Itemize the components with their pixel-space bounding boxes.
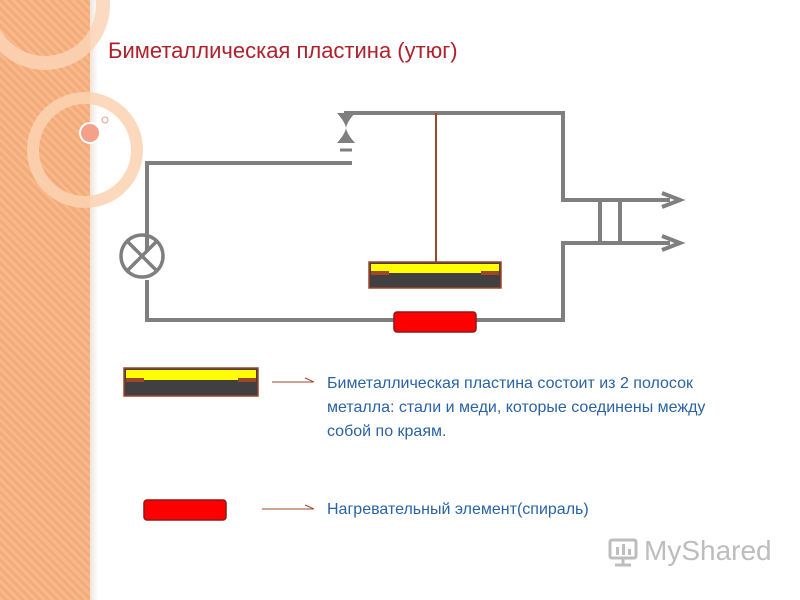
- wire-bottom: [145, 241, 602, 322]
- watermark: MyShared: [606, 534, 772, 568]
- legend-arrow-bimetal: [272, 377, 315, 383]
- decor-ring-small: [27, 92, 143, 208]
- legend-heater-text: Нагревательный элемент(спираль): [327, 501, 589, 518]
- decor-ring-large: [0, 0, 110, 70]
- decor-dot: [79, 122, 101, 144]
- page-title: Биметаллическая пластина (утюг): [108, 38, 458, 63]
- legend-bimetal-plate: [123, 367, 259, 397]
- wires: [145, 111, 670, 322]
- side-decor-edge: [90, 0, 98, 600]
- wire-top-left: [145, 161, 352, 252]
- legend-arrow-heater: [262, 504, 315, 510]
- watermark-icon: [608, 538, 638, 567]
- lamp-cross-icon: [119, 233, 165, 279]
- contact-icon: [337, 113, 355, 152]
- wire-top-right: [344, 111, 602, 202]
- bimetal-plate: [368, 261, 502, 289]
- watermark-text: MyShared: [644, 535, 772, 566]
- decor-dot-small: [101, 116, 109, 124]
- heater-element: [393, 311, 477, 333]
- legend-bimetal-text: Биметаллическая пластина состоит из 2 по…: [327, 375, 706, 440]
- plug-arrow-icon: [661, 191, 686, 252]
- legend-heater-element: [143, 499, 227, 521]
